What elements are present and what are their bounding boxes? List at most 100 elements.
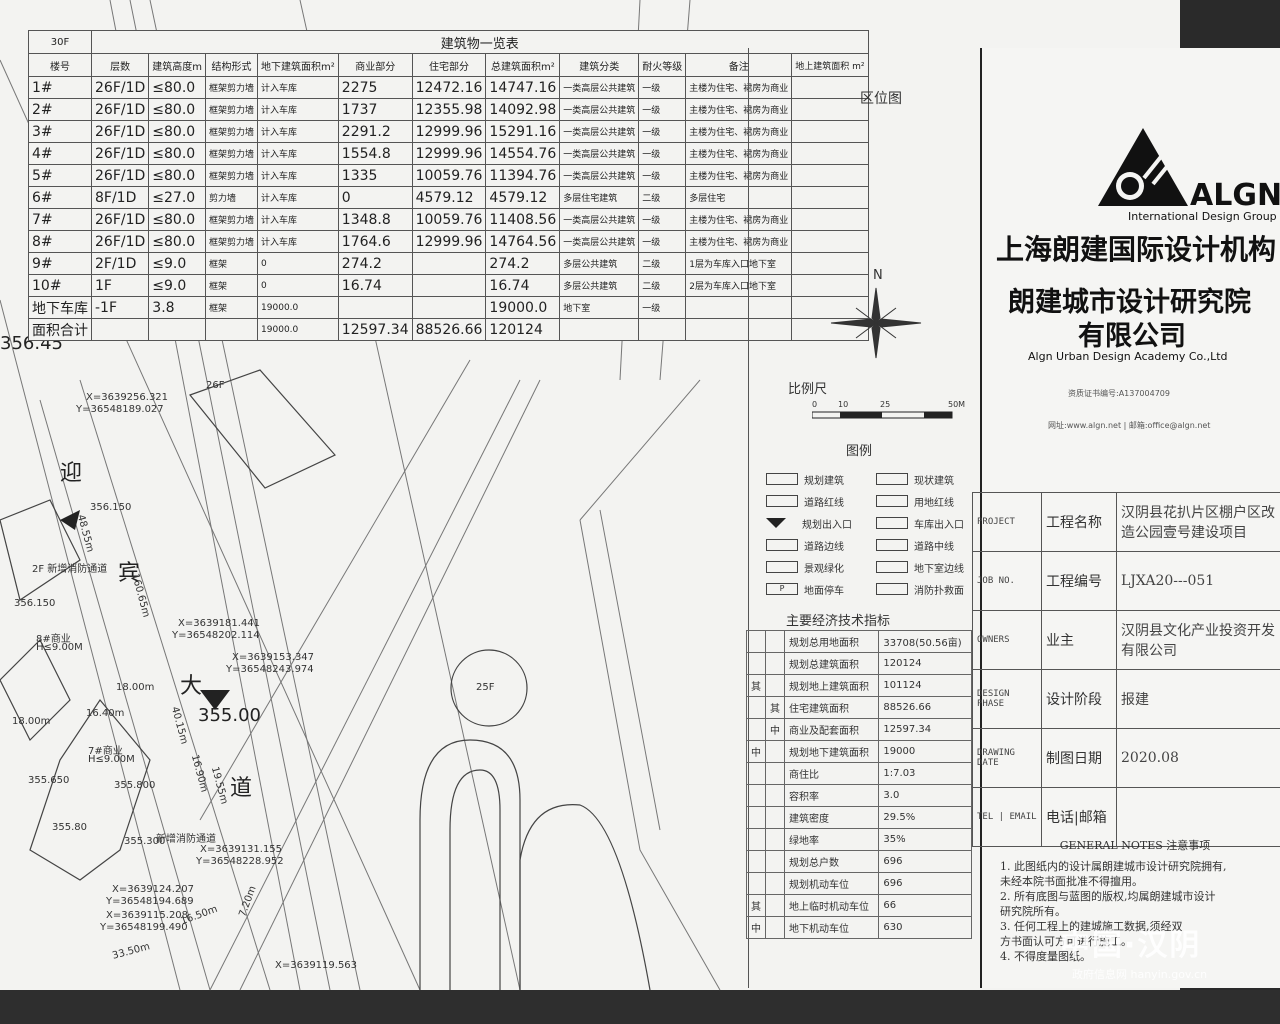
dimension-label: 16.40m	[86, 708, 125, 719]
table-cell-res: 12999.96	[411, 230, 487, 253]
table-cell-structure: 框架剪力墙	[205, 98, 259, 121]
econ-subgroup	[765, 740, 785, 763]
project-value: 汉阴县花扒片区棚户区改造公园壹号建设项目	[1116, 492, 1280, 552]
table-cell-total: 11394.76	[485, 164, 561, 187]
table-cell-fire: 二级	[638, 274, 687, 297]
table-cell-res: 12999.96	[411, 120, 487, 143]
project-value: 报建	[1116, 669, 1280, 729]
table-cell-com: 1335	[337, 164, 413, 187]
coordinate-label: X=3639153.347	[232, 652, 315, 663]
table-cell-under: 计入车库	[257, 76, 339, 99]
site-note: 2F 新增消防通道	[32, 564, 108, 575]
legend-label: 道路红线	[804, 497, 844, 509]
econ-group	[746, 850, 766, 873]
table-cell-structure: 框架剪力墙	[205, 120, 259, 143]
econ-subgroup	[765, 828, 785, 851]
econ-key: 规划机动车位	[783, 872, 880, 895]
coordinate-label: X=3639124.207	[112, 884, 195, 895]
coordinate-label: Y=36548243.974	[226, 664, 314, 675]
legend-label: 地下室边线	[914, 563, 964, 575]
table-cell-no: 地下车库	[28, 296, 92, 319]
building-label: 25F	[476, 682, 495, 693]
scale-tick: 25	[880, 400, 891, 409]
table-cell-com: 2291.2	[337, 120, 413, 143]
watermark: 中国·汉阴	[1060, 928, 1202, 963]
table-cell-structure: 框架	[205, 274, 259, 297]
legend-symbol-icon	[876, 539, 908, 551]
legend-item: 规划出入口	[766, 516, 876, 531]
table-cell-total: 16.74	[485, 274, 561, 297]
col-header: 住宅部分	[411, 53, 487, 77]
coordinate-label: Y=36548199.490	[100, 922, 188, 933]
legend-item: 道路中线	[876, 538, 986, 553]
econ-value: 12597.34	[878, 718, 972, 741]
site-note: 新增消防通道	[156, 834, 216, 845]
econ-value: 120124	[878, 652, 972, 675]
site-note: H≤9.00M	[88, 754, 135, 765]
econ-value: 696	[878, 850, 972, 873]
col-header: 建筑分类	[559, 53, 640, 77]
dimension-label: 18.00m	[116, 682, 155, 693]
table-cell-total: 19000.0	[485, 296, 561, 319]
econ-key: 商业及配套面积	[783, 718, 880, 741]
table-cell-com: 12597.34	[337, 318, 413, 341]
table-cell-structure	[205, 318, 259, 341]
econ-group	[746, 718, 766, 741]
table-cell-total: 14554.76	[485, 142, 561, 165]
econ-key: 绿地率	[783, 828, 880, 851]
project-label-cn: 制图日期	[1041, 728, 1117, 788]
table-cell-com: 1348.8	[337, 208, 413, 231]
notes-title: GENERAL NOTES 注意事项	[1059, 839, 1211, 852]
econ-subgroup	[765, 872, 785, 895]
north-label: N	[873, 268, 883, 283]
table-cell-no: 1#	[28, 76, 92, 99]
info-panel	[748, 48, 981, 988]
table-cell-height: 3.8	[148, 296, 207, 319]
photo-background-bottom	[0, 990, 1280, 1024]
table-cell-height: ≤9.0	[148, 274, 207, 297]
table-cell-cat: 一类高层公共建筑	[559, 98, 640, 121]
table-cell-floors: 26F/1D	[90, 142, 150, 165]
table-cell-no: 9#	[28, 252, 92, 275]
table-cell-structure: 框架剪力墙	[205, 230, 259, 253]
col-header: 结构形式	[205, 53, 259, 77]
table-cell-com: 1737	[337, 98, 413, 121]
table-cell-com: 2275	[337, 76, 413, 99]
spot-elevation: 355.800	[114, 780, 156, 791]
building-table: 30F 建筑物一览表 楼号 层数 建筑高度m 结构形式 地下建筑面积m² 商业部…	[28, 30, 869, 341]
econ-key: 地上临时机动车位	[783, 894, 880, 917]
econ-value: 1:7.03	[878, 762, 972, 785]
legend-symbol-icon	[876, 473, 908, 485]
table-cell-cat: 多层住宅建筑	[559, 186, 640, 209]
econ-value: 29.5%	[878, 806, 972, 829]
econ-key: 规划地下建筑面积	[783, 740, 880, 763]
legend-symbol-icon	[876, 495, 908, 507]
table-cell-height	[148, 318, 207, 341]
coordinate-label: Y=36548194.689	[106, 896, 194, 907]
table-cell-cat: 一类高层公共建筑	[559, 208, 640, 231]
coordinate-label: Y=36548202.114	[172, 630, 260, 641]
table-cell-res: 10059.76	[411, 208, 487, 231]
econ-key: 地下机动车位	[783, 916, 880, 939]
econ-group	[746, 872, 766, 895]
col-header: 总建筑面积m²	[485, 53, 561, 77]
legend-label: 景观绿化	[804, 563, 844, 575]
legend-item: 地下室边线	[876, 560, 986, 575]
project-value: 汉阴县文化产业投资开发有限公司	[1116, 610, 1280, 670]
table-cell-no: 2#	[28, 98, 92, 121]
table-cell-cat: 一类高层公共建筑	[559, 76, 640, 99]
table-cell-no: 6#	[28, 186, 92, 209]
table-cell-floors: 26F/1D	[90, 120, 150, 143]
